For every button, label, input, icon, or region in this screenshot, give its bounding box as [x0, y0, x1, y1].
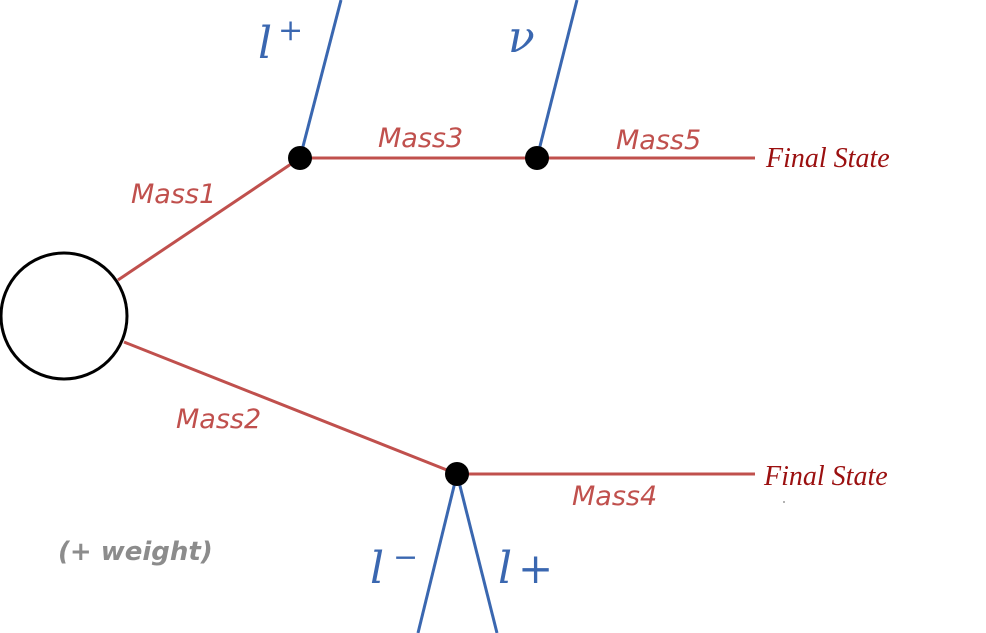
lower-lepton-plus-charge: +: [518, 544, 553, 593]
mass1-label: Mass1: [131, 179, 216, 210]
neutrino-line: [535, 0, 579, 159]
lower-lepton-plus-line: [455, 473, 499, 633]
vertex-lower: [445, 462, 469, 486]
mass4-label: Mass4: [572, 481, 657, 512]
vertex-upper-right: [525, 146, 549, 170]
vertex-upper-left: [288, 146, 312, 170]
weight-note: (+ weight): [58, 537, 213, 567]
lower-lepton-minus-symbol: l: [370, 543, 384, 594]
lower-lepton-minus-line: [416, 473, 459, 633]
final-state-lower-label: Final State: [763, 461, 888, 492]
neutrino-symbol: ν: [508, 12, 535, 63]
mass2-label: Mass2: [176, 404, 261, 435]
upper-lepton-symbol: l: [258, 18, 272, 69]
lower-lepton-plus-symbol: l: [498, 543, 512, 594]
mass1-line: [117, 156, 301, 282]
final-state-upper-label: Final State: [765, 143, 890, 174]
mass3-label: Mass3: [378, 123, 463, 154]
lower-lepton-minus-charge: −: [393, 540, 418, 575]
mass5-label: Mass5: [616, 125, 701, 156]
upper-lepton-line: [298, 0, 343, 159]
mass2-line: [123, 340, 458, 476]
upper-lepton-charge: +: [278, 13, 303, 48]
stray-dot: [783, 501, 785, 503]
initial-state-circle: [0, 251, 129, 381]
